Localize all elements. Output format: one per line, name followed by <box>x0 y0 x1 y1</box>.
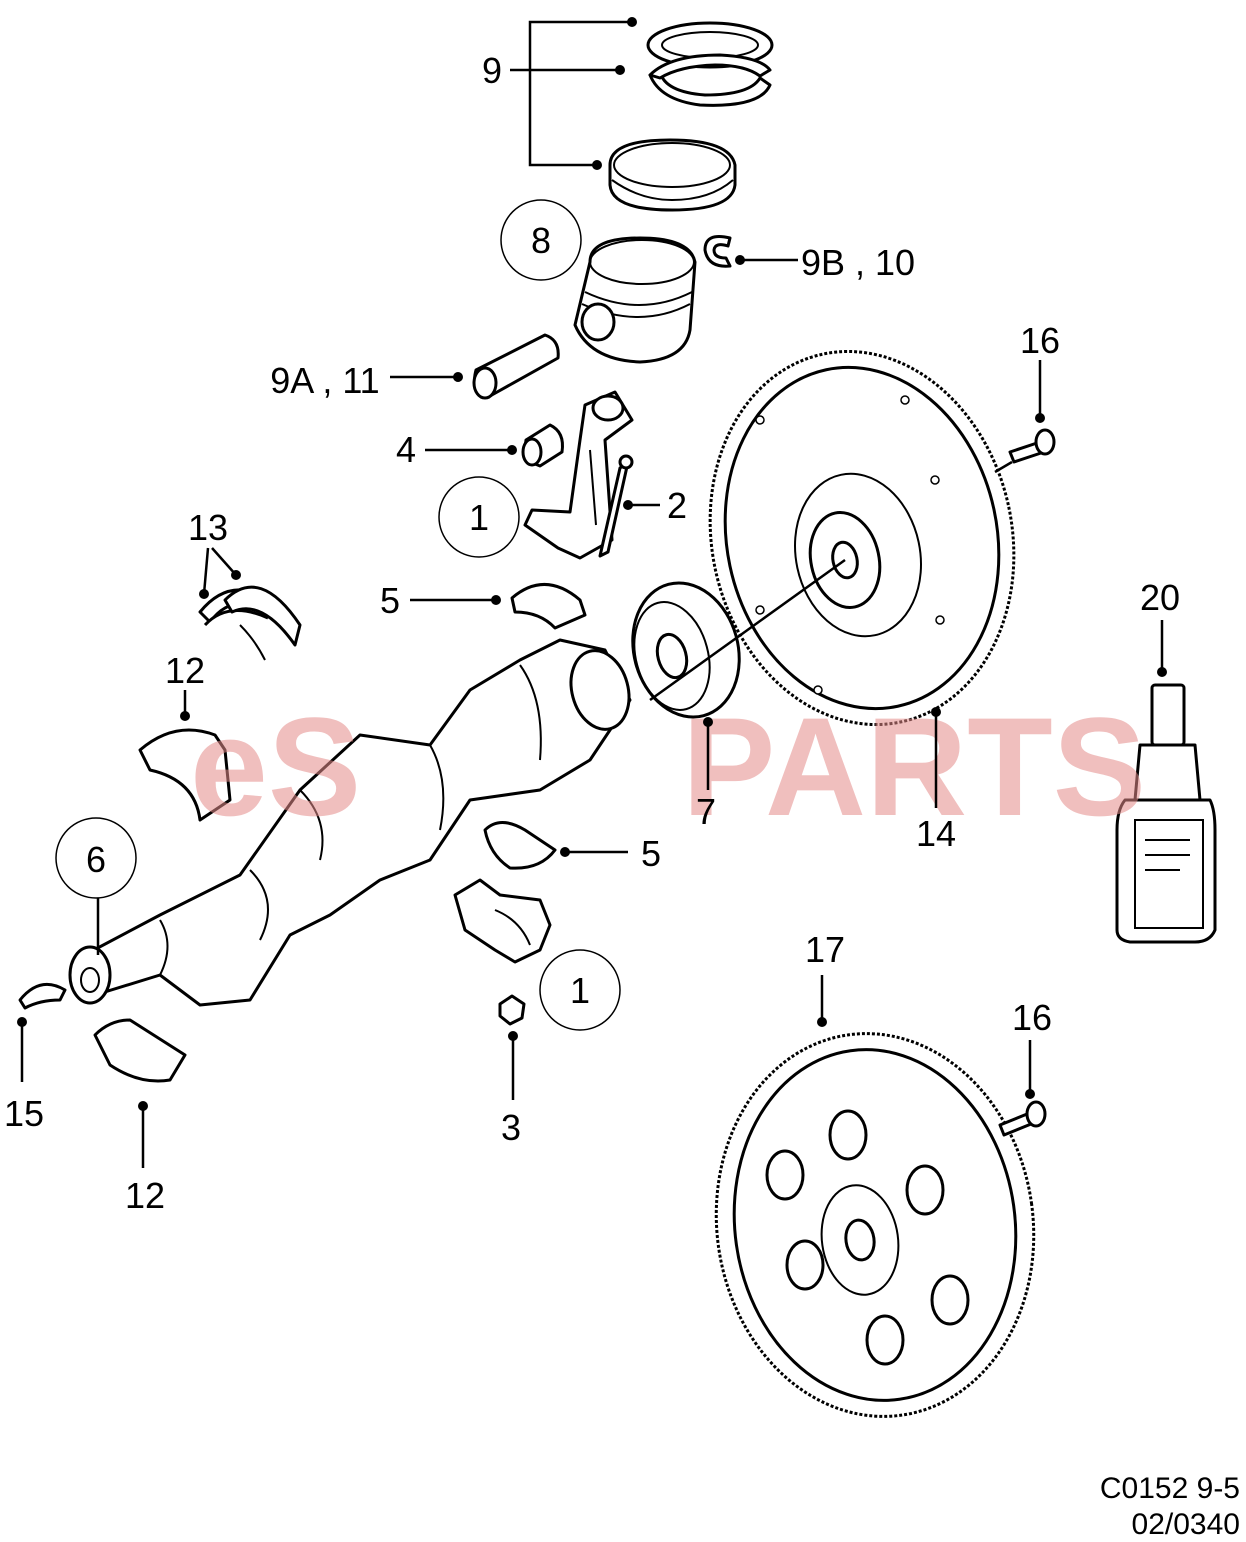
rod-bearing-lower <box>483 821 557 870</box>
label-flexplate: 17 <box>805 929 845 970</box>
crank-gear <box>631 581 741 719</box>
label-crankshaft: 6 <box>86 839 106 880</box>
label-piston-pin: 9A , 11 <box>270 360 379 401</box>
flywheel-bolt <box>1008 428 1056 464</box>
thrust-washers <box>198 585 302 661</box>
label-circlip: 9B , 10 <box>801 242 915 283</box>
label-ring-set: 9 <box>482 50 502 91</box>
piston <box>573 236 697 364</box>
crankshaft <box>68 638 632 1007</box>
rod-bearing-upper <box>510 583 587 630</box>
label-bushing: 4 <box>396 429 416 470</box>
flywheel <box>708 349 1016 727</box>
flexplate-bolt <box>998 1100 1047 1137</box>
piston-pin <box>472 333 560 400</box>
connecting-rod <box>523 390 634 560</box>
label-connecting-rod: 1 <box>469 497 489 538</box>
label-rod-bolt: 2 <box>667 485 687 526</box>
label-flywheel-bolt: 16 <box>1020 320 1060 361</box>
callout-circle-piston <box>500 199 582 281</box>
watermark: eS PARTS <box>190 688 1146 845</box>
watermark-text-a: eS <box>190 688 361 845</box>
rod-cap <box>453 878 552 964</box>
rod-nut <box>498 994 526 1026</box>
label-flexplate-bolt: 16 <box>1012 997 1052 1038</box>
callout-circle-rod-cap <box>539 949 621 1031</box>
callout-circle-rod <box>438 476 520 558</box>
label-rod-bearing-lower: 5 <box>641 833 661 874</box>
rod-bolt <box>598 454 634 558</box>
label-rod-nut: 3 <box>501 1107 521 1148</box>
sealant-bottle <box>1115 683 1217 944</box>
rod-bushing <box>521 423 564 468</box>
label-flywheel: 14 <box>916 813 956 854</box>
footer-code: C0152 9-5 <box>1100 1472 1240 1505</box>
label-main-bearing-lower: 12 <box>125 1175 165 1216</box>
label-rod-bearing-upper: 5 <box>380 580 400 621</box>
label-woodruff-key: 15 <box>4 1093 44 1134</box>
leader-lines <box>17 17 1167 1168</box>
label-piston: 8 <box>531 220 551 261</box>
main-bearing-lower <box>93 1018 187 1083</box>
label-crank-gear: 7 <box>696 791 716 832</box>
piston-ring-oil <box>608 138 737 212</box>
woodruff-key <box>18 982 67 1010</box>
flexplate <box>714 1032 1036 1418</box>
label-thrust-washers: 13 <box>188 507 228 548</box>
circlip <box>703 235 732 268</box>
footer-date: 02/0340 <box>1132 1508 1240 1541</box>
piston-ring-middle <box>648 53 772 107</box>
label-sealant-bottle: 20 <box>1140 577 1180 618</box>
main-bearing-upper <box>138 728 232 822</box>
label-rod-cap: 1 <box>570 970 590 1011</box>
watermark-text-b: PARTS <box>682 688 1146 845</box>
callout-circle-crankshaft <box>55 817 137 899</box>
label-main-bearing-upper: 12 <box>165 650 205 691</box>
